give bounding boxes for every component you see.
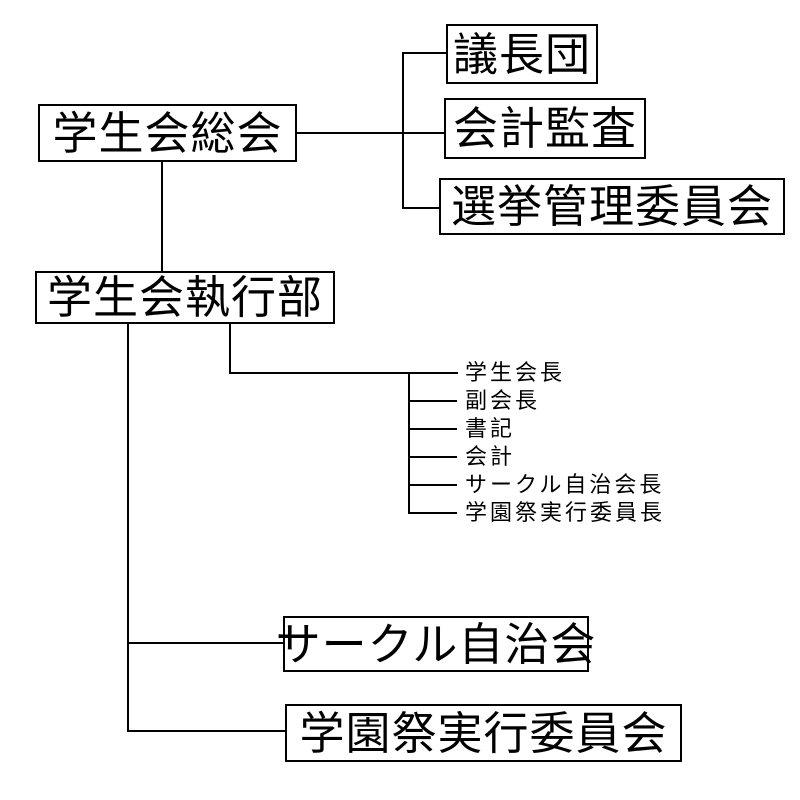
officer-treasurer: 会計 — [465, 444, 516, 469]
connector-circle-council-stub — [127, 642, 283, 644]
officer-vice-president: 副会長 — [465, 388, 541, 413]
officer-secretary: 書記 — [465, 416, 516, 441]
connector-officer-stub — [408, 400, 457, 402]
connector-election-committee-stub — [402, 207, 439, 209]
connector-officers-main — [229, 372, 458, 374]
connector-executive-to-officers — [229, 324, 231, 374]
node-accounting-audit: 会計監査 — [444, 98, 646, 159]
node-chair-group: 議長団 — [446, 24, 598, 84]
connector-assembly-to-trunk — [296, 132, 444, 134]
connector-officer-stub — [408, 456, 457, 458]
connector-left-trunk — [127, 324, 129, 732]
node-festival-committee: 学園祭実行委員会 — [285, 704, 682, 762]
node-circle-council: サークル自治会 — [276, 616, 595, 672]
officer-circle-council-president: サークル自治会長 — [465, 472, 665, 497]
connector-officer-stub — [408, 484, 457, 486]
connector-right-trunk — [402, 52, 404, 209]
officer-festival-committee-chair: 学園祭実行委員長 — [465, 500, 666, 525]
node-student-assembly: 学生会総会 — [38, 104, 297, 162]
node-executive-board: 学生会執行部 — [35, 271, 335, 324]
connector-officer-stub — [408, 512, 457, 514]
connector-officers-trunk — [408, 372, 410, 514]
connector-officer-stub — [408, 428, 457, 430]
officer-student-council-president: 学生会長 — [465, 360, 566, 385]
connector-festival-committee-stub — [127, 730, 285, 732]
connector-chair-group-stub — [402, 52, 446, 54]
node-election-committee: 選挙管理委員会 — [439, 178, 785, 235]
connector-assembly-to-executive — [161, 162, 163, 271]
